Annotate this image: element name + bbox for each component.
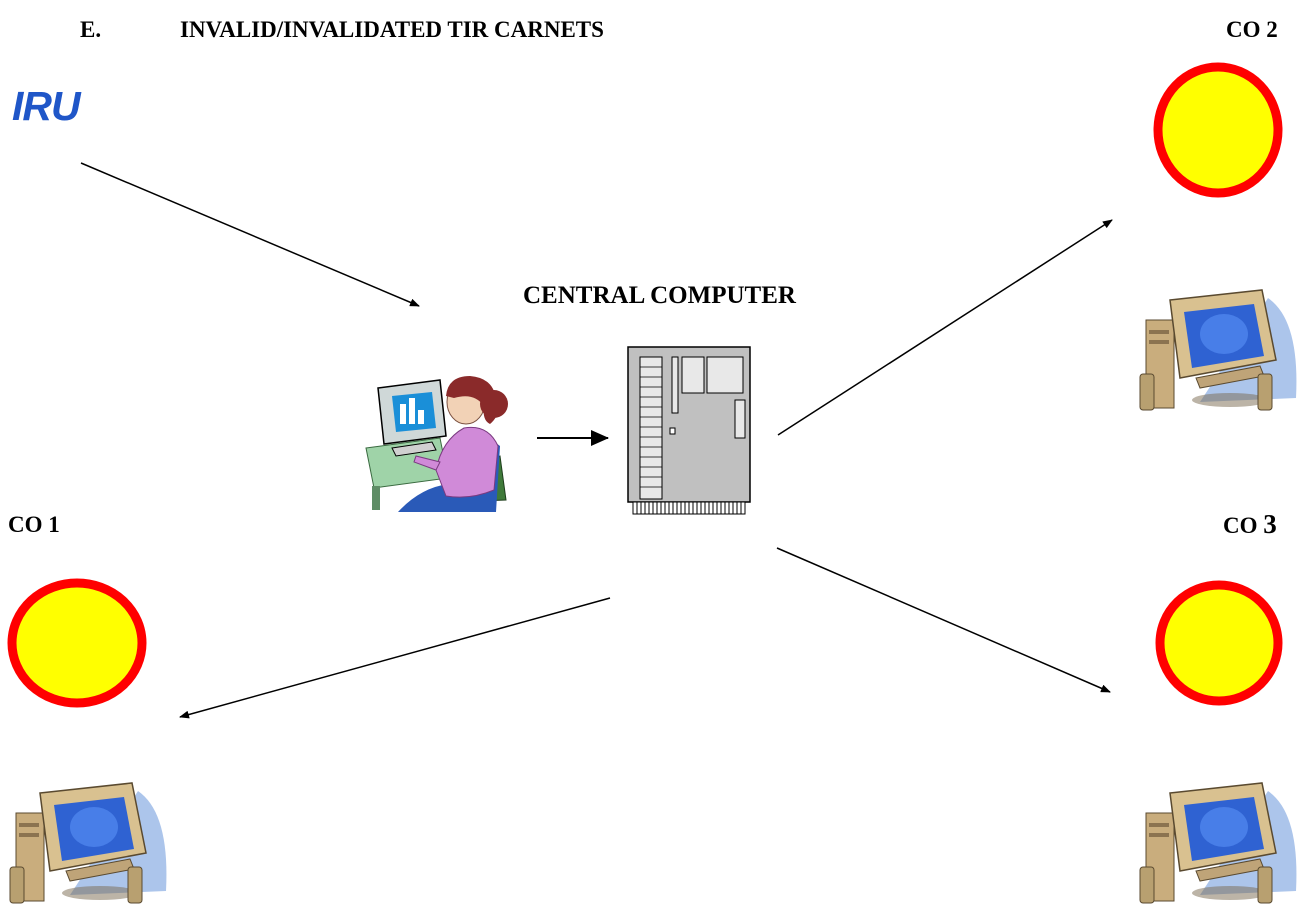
arrow-server-to-co2 <box>777 219 1113 436</box>
co3-number: 3 <box>1263 509 1277 539</box>
central-server-icon <box>627 346 751 515</box>
operator-at-computer-icon <box>365 376 508 512</box>
co1-office-circle-icon <box>7 578 147 708</box>
co2-office-circle-icon <box>1153 62 1283 198</box>
co3-desktop-computer-icon <box>1139 782 1298 904</box>
co2-label: CO 2 <box>1226 17 1278 42</box>
central-computer-label: CENTRAL COMPUTER <box>523 282 796 309</box>
diagram-title: INVALID/INVALIDATED TIR CARNETS <box>180 17 604 42</box>
co3-prefix: CO <box>1223 513 1264 538</box>
arrow-server-to-co1 <box>179 597 611 719</box>
section-number: E. <box>80 17 102 42</box>
co1-desktop-computer-icon <box>9 782 168 904</box>
co3-label: CO 3 <box>1223 511 1277 538</box>
iru-logo: IRU <box>12 83 81 129</box>
co2-desktop-computer-icon <box>1139 289 1298 411</box>
arrow-server-to-co3 <box>776 547 1111 693</box>
co1-label: CO 1 <box>8 512 60 537</box>
co3-office-circle-icon <box>1155 580 1283 706</box>
arrow-iru-to-operator <box>80 162 420 307</box>
